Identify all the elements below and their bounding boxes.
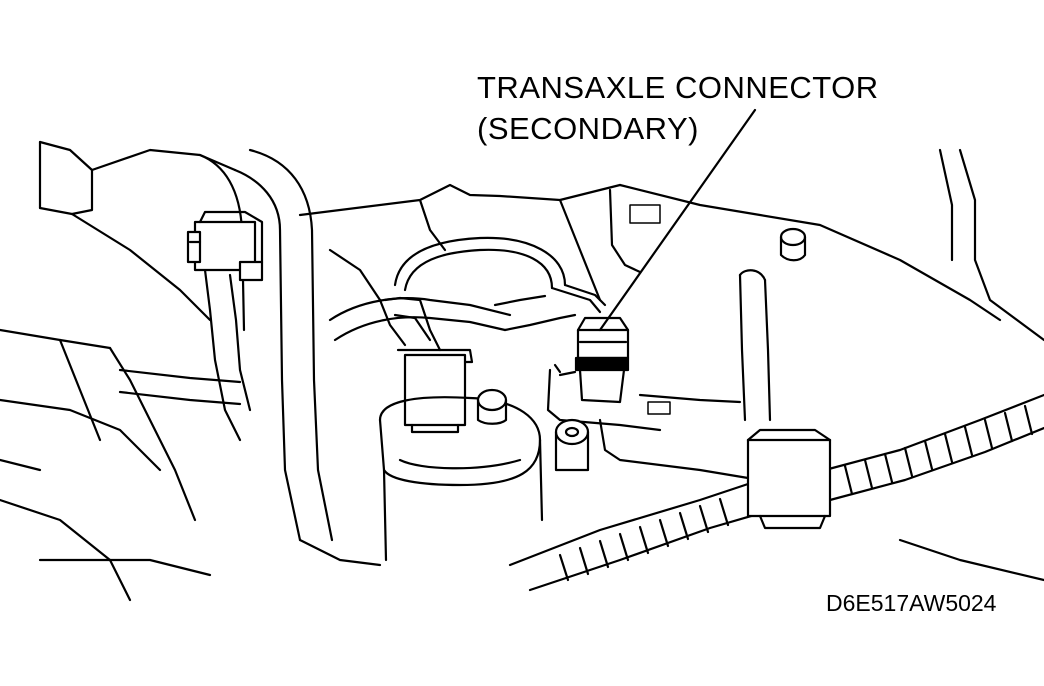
rear-panel bbox=[298, 148, 1044, 342]
primary-connector bbox=[383, 296, 474, 434]
transaxle-connector-secondary bbox=[558, 316, 630, 404]
callout-sublabel: (SECONDARY) bbox=[477, 111, 699, 146]
central-wiring-harness bbox=[328, 236, 607, 347]
left-hoses bbox=[38, 148, 334, 577]
figure-code: D6E517AW5024 bbox=[826, 590, 997, 616]
upper-left-connector bbox=[186, 210, 264, 282]
lower-structure bbox=[298, 538, 1044, 582]
right-rod bbox=[738, 227, 807, 422]
sensor-housing bbox=[378, 388, 544, 562]
callout-leader-line bbox=[598, 108, 757, 332]
connector-bracket bbox=[546, 363, 762, 482]
corrugated-harness bbox=[508, 393, 1044, 592]
callout-label: TRANSAXLE CONNECTOR bbox=[477, 70, 879, 105]
left-bodywork bbox=[0, 140, 237, 602]
